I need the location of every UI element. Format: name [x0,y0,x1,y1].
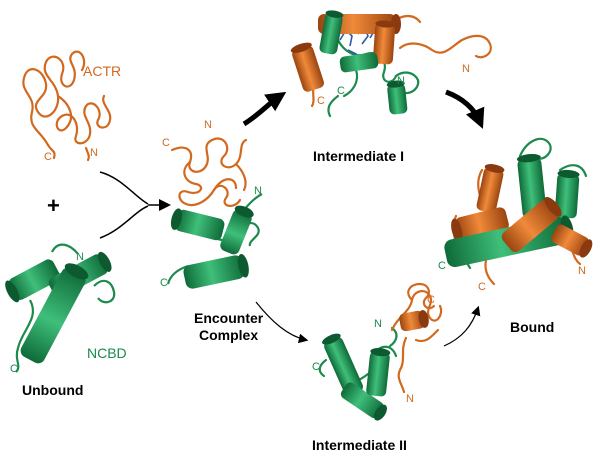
intermediate2-ncbd-c-terminus: C [312,361,320,373]
arrow-to-intermediate2 [255,301,309,344]
intermediate2-actr-n-terminus: N [406,393,414,405]
bound-ncbd-c-terminus: C [438,260,446,272]
arrow-to-bound-from-i2 [443,305,481,347]
bound-actr-c-terminus: C [478,281,486,293]
actr-unbound-coil [22,50,112,162]
ncbd-label: NCBD [87,345,127,361]
ncbd-helix-3 [20,263,89,364]
converge-arrow [99,171,171,239]
intermediate1-ncbd-n-terminus: N [397,75,405,87]
encounter-label-line1: Encounter [194,310,264,326]
arrow-to-intermediate1 [242,91,287,127]
intermediate1-label: Intermediate I [313,148,405,164]
encounter-ncbd-n-terminus: N [254,185,262,197]
encounter-label-line2: Complex [199,327,259,343]
ncbd-unbound-n-terminus: N [76,251,84,263]
encounter-actr-coil [170,137,248,207]
actr-label: ACTR [83,63,122,79]
intermediate2-label: Intermediate II [312,437,407,453]
ncbd-unbound-c-terminus: C [10,363,18,375]
encounter-ncbd-c-terminus: C [160,277,168,289]
encounter-actr-c-terminus: C [162,137,170,149]
intermediate2-ncbd-n-terminus: N [374,318,382,330]
intermediate1 [290,10,492,118]
encounter-actr-n-terminus: N [204,119,212,131]
intermediate1-actr-c-terminus: C [317,95,325,107]
intermediate1-actr-n-terminus: N [462,63,470,75]
intermediate1-ncbd-c-terminus: C [337,85,345,97]
bound-label: Bound [510,319,555,335]
intermediate2-actr-c-terminus: C [427,294,435,306]
encounter-ncbd [166,193,263,289]
actr-unbound-c-terminus: C [44,151,52,163]
unbound-label: Unbound [22,382,84,398]
ncbd-unbound [5,243,116,373]
arrow-to-bound-from-i1 [445,89,485,129]
actr-unbound-n-terminus: N [90,147,98,159]
bound-actr-n-terminus: N [578,265,586,277]
plus-sign: + [47,193,60,218]
encounter-complex [166,137,263,289]
ncbd-helix-1 [5,259,61,303]
bound-complex [444,137,593,286]
intermediate2 [318,282,443,421]
